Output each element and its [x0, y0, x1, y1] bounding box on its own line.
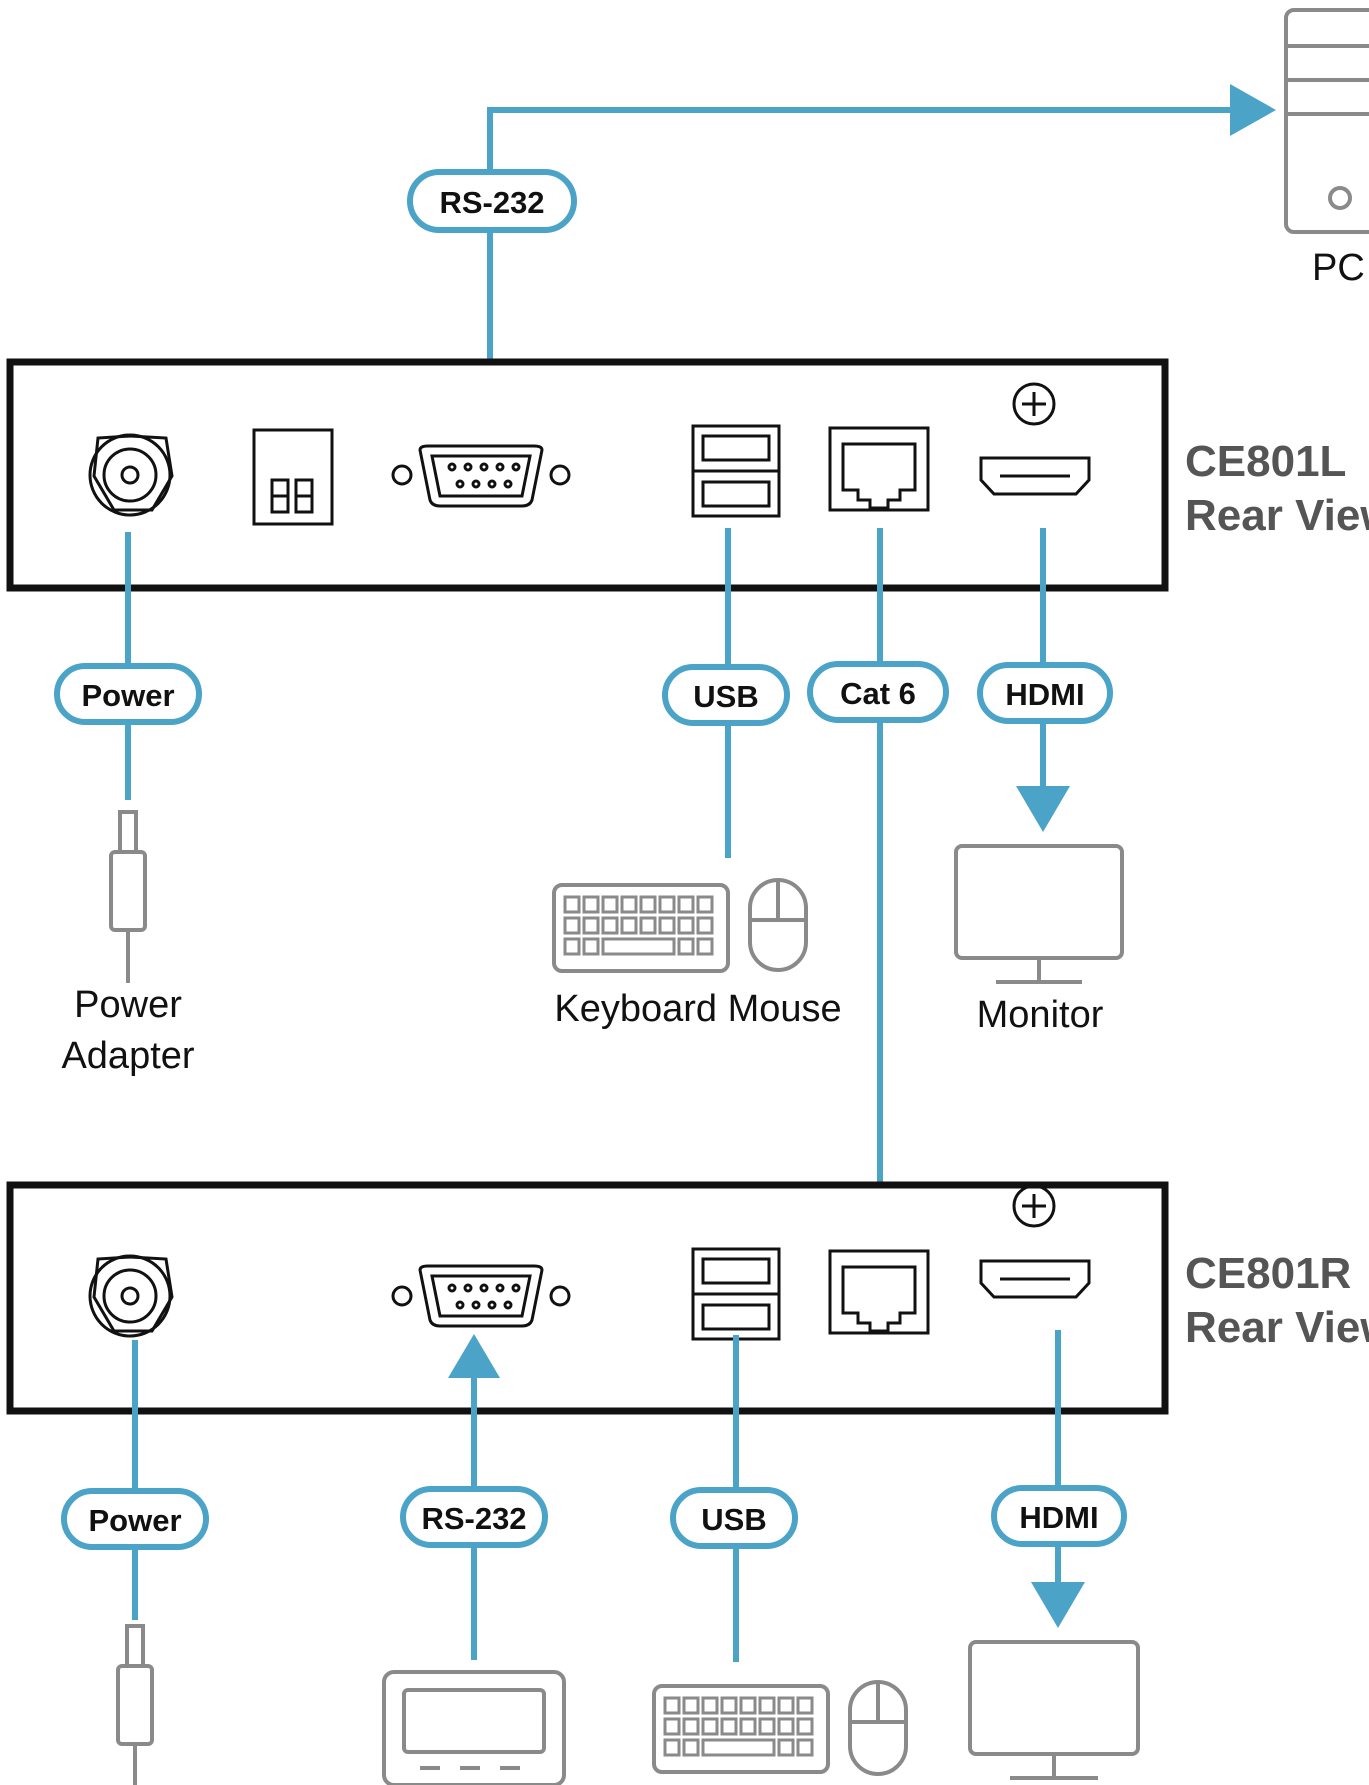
hdmi-port-icon	[979, 1184, 1091, 1299]
keyboard-key	[563, 937, 581, 956]
keyboard-key	[777, 1696, 795, 1715]
keyboard-key	[682, 1696, 700, 1715]
usb-port-icon	[691, 424, 781, 518]
power-pill-bottom: Power	[61, 1488, 209, 1550]
rs232-pill-top: RS-232	[407, 169, 577, 233]
ce801r-view-label: Rear View	[1185, 1303, 1369, 1352]
power-plug-icon	[116, 1624, 154, 1785]
hdmi-port-icon	[979, 382, 1091, 496]
power-adapter-label-line2: Adapter	[61, 1035, 194, 1077]
hdmi-cable-top	[1016, 528, 1070, 832]
keyboard-key	[658, 916, 676, 935]
keyboard-key	[696, 916, 714, 935]
keyboard-key	[758, 1696, 776, 1715]
mouse-icon	[848, 1680, 908, 1776]
ce801l-view-label: Rear View	[1185, 491, 1369, 540]
keyboard-key	[682, 1738, 700, 1757]
db9-port-icon	[391, 1264, 571, 1328]
cat6-pill: Cat 6	[807, 661, 949, 723]
rj45-port-icon	[828, 1249, 930, 1335]
power-jack-icon	[88, 1254, 174, 1338]
keyboard-key	[701, 1717, 719, 1736]
keyboard-key	[582, 937, 600, 956]
keyboard-key	[739, 1717, 757, 1736]
keyboard-key	[696, 895, 714, 914]
keyboard-spacebar	[601, 937, 676, 956]
keyboard-key	[563, 916, 581, 935]
keyboard-key	[663, 1717, 681, 1736]
keyboard-key	[720, 1696, 738, 1715]
keyboard-icon	[552, 883, 730, 973]
monitor-icon	[954, 844, 1124, 984]
serial-device-icon	[382, 1670, 566, 1785]
keyboard-key	[677, 895, 695, 914]
rs232-label-bottom: RS-232	[421, 1501, 526, 1536]
keyboard-key	[582, 916, 600, 935]
usb-label-bottom: USB	[701, 1502, 766, 1537]
ce801r-rear-panel	[6, 1181, 1169, 1415]
ce801r-model-label: CE801R	[1185, 1249, 1351, 1298]
keyboard-key	[696, 937, 714, 956]
keyboard-key	[796, 1696, 814, 1715]
keyboard-key	[601, 895, 619, 914]
keyboard-key	[601, 916, 619, 935]
keyboard-key	[682, 1717, 700, 1736]
dip-switch-icon	[252, 428, 334, 526]
rs232-label-top: RS-232	[439, 185, 544, 220]
keyboard-key	[796, 1738, 814, 1757]
keyboard-key	[663, 1738, 681, 1757]
pc-label: PC	[1312, 247, 1365, 289]
ce801l-rear-panel	[6, 358, 1169, 592]
power-plug-icon	[109, 810, 147, 983]
monitor-label: Monitor	[977, 994, 1104, 1036]
hdmi-label-bottom: HDMI	[1019, 1500, 1098, 1535]
keyboard-key	[758, 1717, 776, 1736]
hdmi-pill-bottom: HDMI	[991, 1485, 1127, 1547]
rs232-cable-top	[487, 84, 1276, 400]
usb-port-icon	[691, 1247, 781, 1341]
power-label-bottom: Power	[88, 1503, 181, 1538]
usb-pill-bottom: USB	[670, 1487, 798, 1549]
keyboard-key	[677, 916, 695, 935]
rj45-port-icon	[828, 426, 930, 512]
keyboard-key	[639, 916, 657, 935]
power-adapter-label-line1: Power	[74, 984, 182, 1026]
keyboard-key	[720, 1717, 738, 1736]
keyboard-key	[739, 1696, 757, 1715]
keyboard-key	[639, 895, 657, 914]
keyboard-key	[796, 1717, 814, 1736]
usb-label-top: USB	[693, 679, 758, 714]
keyboard-key	[658, 895, 676, 914]
keyboard-key	[620, 916, 638, 935]
keyboard-key	[563, 895, 581, 914]
keyboard-icon	[652, 1684, 830, 1774]
keyboard-key	[777, 1738, 795, 1757]
power-pill-top: Power	[54, 663, 202, 725]
keyboard-key	[620, 895, 638, 914]
cat6-label: Cat 6	[840, 676, 916, 711]
keyboard-key	[701, 1696, 719, 1715]
usb-pill-top: USB	[662, 664, 790, 726]
mouse-icon	[748, 878, 808, 972]
keyboard-key	[777, 1717, 795, 1736]
keyboard-key	[663, 1696, 681, 1715]
ce801l-model-label: CE801L	[1185, 437, 1346, 486]
hdmi-pill-top: HDMI	[977, 662, 1113, 724]
db9-port-icon	[391, 444, 571, 508]
hdmi-label-top: HDMI	[1005, 677, 1084, 712]
keyboard-mouse-label: Keyboard Mouse	[554, 988, 841, 1030]
pc-icon	[1284, 8, 1369, 234]
keyboard-key	[582, 895, 600, 914]
power-label-top: Power	[81, 678, 174, 713]
keyboard-spacebar	[701, 1738, 776, 1757]
power-jack-icon	[88, 433, 174, 517]
keyboard-key	[677, 937, 695, 956]
monitor-icon	[968, 1640, 1140, 1780]
rs232-pill-bottom: RS-232	[400, 1486, 548, 1548]
